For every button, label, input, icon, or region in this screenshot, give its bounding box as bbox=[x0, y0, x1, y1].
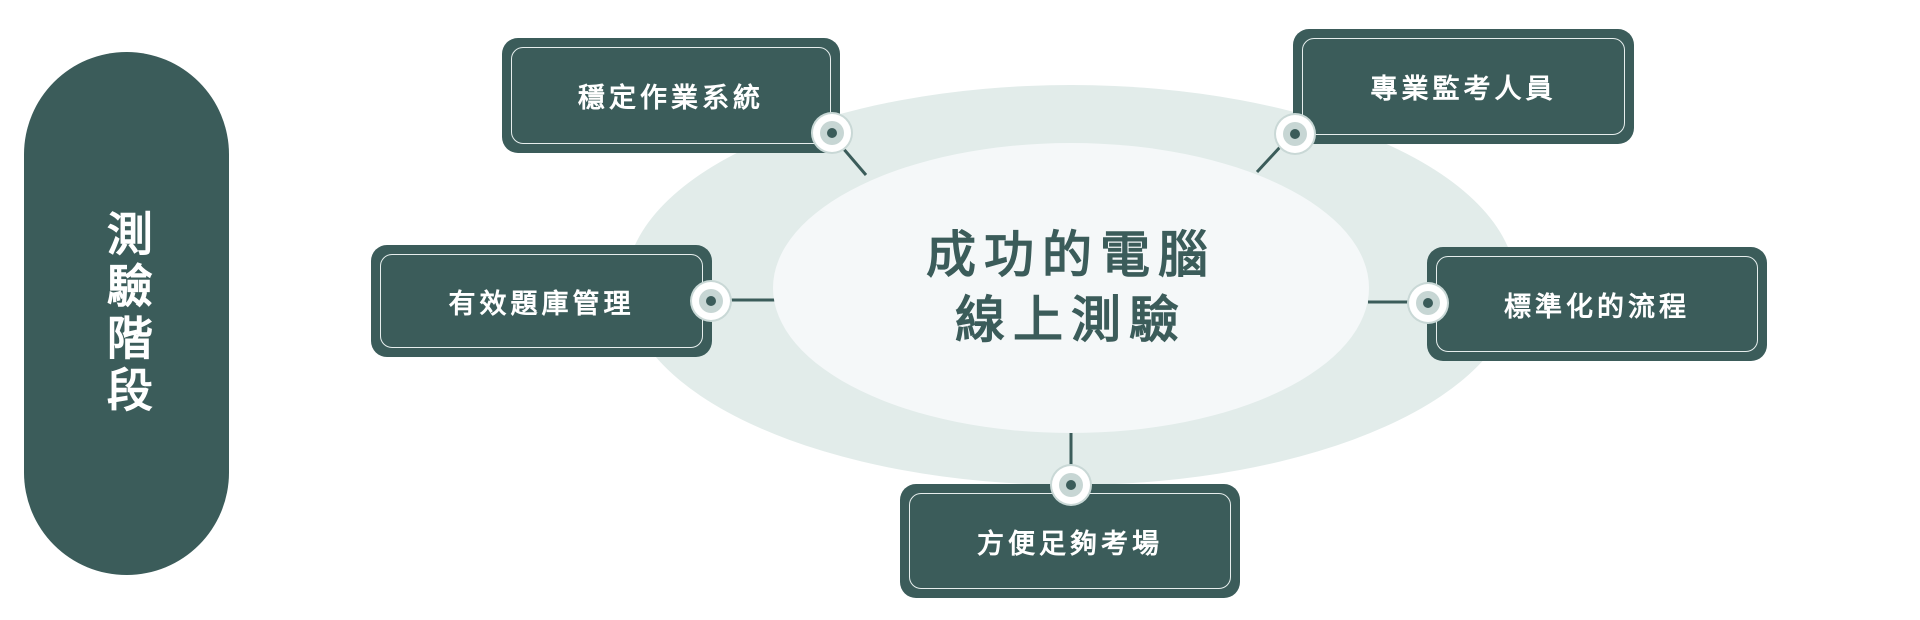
node-ring bbox=[699, 289, 723, 313]
center-title: 成功的電腦 線上測驗 bbox=[926, 226, 1216, 349]
connector-node-middle-left bbox=[692, 282, 730, 320]
connector-node-top-right bbox=[1276, 115, 1314, 153]
connector-node-top-left bbox=[813, 114, 851, 152]
factor-box-inner: 方便足夠考場 bbox=[909, 493, 1231, 589]
factor-label-middle-right: 標準化的流程 bbox=[1504, 291, 1690, 323]
center-ellipse: 成功的電腦 線上測驗 bbox=[773, 143, 1369, 433]
connector-node-bottom bbox=[1052, 466, 1090, 504]
stage-label: 測驗階段 bbox=[99, 209, 154, 418]
factor-box-inner: 標準化的流程 bbox=[1436, 256, 1758, 352]
factor-box-inner: 穩定作業系統 bbox=[511, 47, 831, 144]
factor-label-middle-left: 有效題庫管理 bbox=[448, 288, 635, 320]
factor-box-top-left: 穩定作業系統 bbox=[502, 38, 840, 153]
factor-box-middle-right: 標準化的流程 bbox=[1427, 247, 1767, 361]
factor-box-inner: 專業監考人員 bbox=[1302, 38, 1625, 135]
factor-label-bottom: 方便足夠考場 bbox=[977, 528, 1163, 560]
factor-box-top-right: 專業監考人員 bbox=[1293, 29, 1634, 144]
factor-box-middle-left: 有效題庫管理 bbox=[371, 245, 712, 357]
factor-label-top-right: 專業監考人員 bbox=[1370, 74, 1557, 105]
node-dot bbox=[1423, 298, 1433, 308]
node-ring bbox=[1416, 291, 1440, 315]
factor-label-top-left: 穩定作業系統 bbox=[578, 83, 764, 114]
stage-label-pill: 測驗階段 bbox=[24, 52, 229, 575]
node-dot bbox=[706, 296, 716, 306]
node-dot bbox=[1066, 480, 1076, 490]
node-dot bbox=[827, 128, 837, 138]
connector-node-middle-right bbox=[1409, 284, 1447, 322]
node-dot bbox=[1290, 129, 1300, 139]
factor-box-inner: 有效題庫管理 bbox=[380, 254, 703, 348]
node-ring bbox=[820, 121, 844, 145]
node-ring bbox=[1283, 122, 1307, 146]
node-ring bbox=[1059, 473, 1083, 497]
